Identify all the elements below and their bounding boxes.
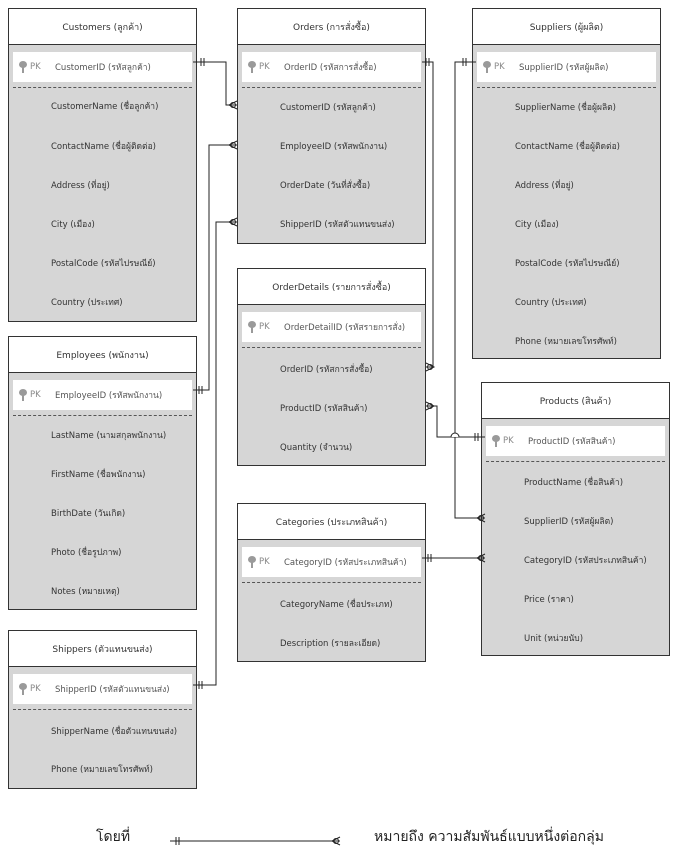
relationship-employees-orders bbox=[193, 144, 237, 391]
field: City (เมือง) bbox=[515, 220, 559, 230]
primary-key-row: PK CustomerID (รหัสลูกค้า) bbox=[13, 52, 192, 82]
field: PostalCode (รหัสไปรษณีย์) bbox=[51, 259, 156, 269]
pk-field: SupplierID (รหัสผู้ผลิต) bbox=[519, 63, 609, 73]
entity-title: Customers (ลูกค้า) bbox=[9, 9, 196, 45]
key-icon bbox=[483, 61, 492, 73]
entity-title: Orders (การสั่งซื้อ) bbox=[238, 9, 425, 45]
field: LastName (นามสกุลพนักงาน) bbox=[51, 431, 167, 441]
divider bbox=[242, 87, 421, 88]
pk-label: PK bbox=[30, 62, 41, 72]
entity-suppliers: Suppliers (ผู้ผลิต) PK SupplierID (รหัสผ… bbox=[472, 8, 661, 359]
field: ProductName (ชื่อสินค้า) bbox=[524, 478, 624, 488]
field: SupplierName (ชื่อผู้ผลิต) bbox=[515, 103, 616, 113]
primary-key-row: PK ShipperID (รหัสตัวแทนขนส่ง) bbox=[13, 674, 192, 704]
pk-field: CategoryID (รหัสประเภทสินค้า) bbox=[284, 558, 407, 568]
field: PostalCode (รหัสไปรษณีย์) bbox=[515, 259, 620, 269]
legend-meaning: หมายถึง ความสัมพันธ์แบบหนึ่งต่อกลุ่ม bbox=[374, 829, 604, 845]
entity-products: Products (สินค้า) PK ProductID (รหัสสินค… bbox=[481, 382, 670, 656]
primary-key-row: PK OrderID (รหัสการสั่งซื้อ) bbox=[242, 52, 421, 82]
field: Country (ประเทศ) bbox=[51, 298, 123, 308]
legend-prefix: โดยที่ bbox=[96, 829, 131, 845]
key-icon bbox=[19, 389, 28, 401]
entity-orders: Orders (การสั่งซื้อ) PK OrderID (รหัสการ… bbox=[237, 8, 426, 244]
divider bbox=[13, 87, 192, 88]
pk-field: ProductID (รหัสสินค้า) bbox=[528, 437, 616, 447]
entity-customers: Customers (ลูกค้า) PK CustomerID (รหัสลู… bbox=[8, 8, 197, 322]
relationship-orders-orderdetails bbox=[422, 61, 434, 368]
field: Phone (หมายเลขโทรศัพท์) bbox=[51, 765, 153, 775]
field: FirstName (ชื่อพนักงาน) bbox=[51, 470, 146, 480]
key-icon bbox=[248, 321, 257, 333]
entity-shippers: Shippers (ตัวแทนขนส่ง) PK ShipperID (รหั… bbox=[8, 630, 197, 789]
pk-label: PK bbox=[30, 684, 41, 694]
entity-title: Employees (พนักงาน) bbox=[9, 337, 196, 373]
pk-label: PK bbox=[30, 390, 41, 400]
field: ShipperID (รหัสตัวแทนขนส่ง) bbox=[280, 220, 395, 230]
primary-key-row: PK SupplierID (รหัสผู้ผลิต) bbox=[477, 52, 656, 82]
field: Notes (หมายเหตุ) bbox=[51, 587, 120, 597]
divider bbox=[13, 709, 192, 710]
field: ContactName (ชื่อผู้ติดต่อ) bbox=[515, 142, 621, 152]
divider bbox=[486, 461, 665, 462]
pk-label: PK bbox=[259, 62, 270, 72]
primary-key-row: PK CategoryID (รหัสประเภทสินค้า) bbox=[242, 547, 421, 577]
field: Description (รายละเอียด) bbox=[280, 639, 381, 649]
divider bbox=[13, 415, 192, 416]
relationship-shippers-orders bbox=[193, 221, 237, 686]
field: Address (ที่อยู่) bbox=[515, 181, 574, 191]
field: CustomerName (ชื่อลูกค้า) bbox=[51, 102, 159, 112]
divider bbox=[242, 347, 421, 348]
entity-title: Shippers (ตัวแทนขนส่ง) bbox=[9, 631, 196, 667]
entity-title: OrderDetails (รายการสั่งซื้อ) bbox=[238, 269, 425, 305]
entity-title: Products (สินค้า) bbox=[482, 383, 669, 419]
pk-field: OrderDetailID (รหัสรายการสั่ง) bbox=[284, 323, 406, 333]
entity-employees: Employees (พนักงาน) PK EmployeeID (รหัสพ… bbox=[8, 336, 197, 610]
field: EmployeeID (รหัสพนักงาน) bbox=[280, 142, 388, 152]
field: ProductID (รหัสสินค้า) bbox=[280, 404, 368, 414]
field: City (เมือง) bbox=[51, 220, 95, 230]
field: Price (ราคา) bbox=[524, 595, 574, 605]
key-icon bbox=[248, 556, 257, 568]
field: ShipperName (ชื่อตัวแทนขนส่ง) bbox=[51, 727, 178, 737]
field: CategoryID (รหัสประเภทสินค้า) bbox=[524, 556, 647, 566]
entity-categories: Categories (ประเภทสินค้า) PK CategoryID … bbox=[237, 503, 426, 662]
field: Address (ที่อยู่) bbox=[51, 181, 110, 191]
divider bbox=[477, 87, 656, 88]
field: OrderID (รหัสการสั่งซื้อ) bbox=[280, 365, 373, 375]
key-icon bbox=[19, 61, 28, 73]
pk-label: PK bbox=[259, 322, 270, 332]
primary-key-row: PK OrderDetailID (รหัสรายการสั่ง) bbox=[242, 312, 421, 342]
field: Country (ประเทศ) bbox=[515, 298, 587, 308]
pk-label: PK bbox=[259, 557, 270, 567]
primary-key-row: PK ProductID (รหัสสินค้า) bbox=[486, 426, 665, 456]
relationship-customers-orders bbox=[193, 61, 237, 106]
pk-field: OrderID (รหัสการสั่งซื้อ) bbox=[284, 63, 377, 73]
field: BirthDate (วันเกิด) bbox=[51, 509, 126, 519]
field: Phone (หมายเลขโทรศัพท์) bbox=[515, 337, 617, 347]
pk-field: EmployeeID (รหัสพนักงาน) bbox=[55, 391, 163, 401]
entity-title: Categories (ประเภทสินค้า) bbox=[238, 504, 425, 540]
pk-field: CustomerID (รหัสลูกค้า) bbox=[55, 63, 151, 73]
pk-label: PK bbox=[494, 62, 505, 72]
pk-label: PK bbox=[503, 436, 514, 446]
field: Unit (หน่วยนับ) bbox=[524, 634, 584, 644]
field: ContactName (ชื่อผู้ติดต่อ) bbox=[51, 142, 157, 152]
field: CustomerID (รหัสลูกค้า) bbox=[280, 103, 376, 113]
primary-key-row: PK EmployeeID (รหัสพนักงาน) bbox=[13, 380, 192, 410]
field: CategoryName (ชื่อประเภท) bbox=[280, 600, 393, 610]
key-icon bbox=[248, 61, 257, 73]
field: SupplierID (รหัสผู้ผลิต) bbox=[524, 517, 614, 527]
entity-orderdetails: OrderDetails (รายการสั่งซื้อ) PK OrderDe… bbox=[237, 268, 426, 466]
divider bbox=[242, 582, 421, 583]
field: Quantity (จำนวน) bbox=[280, 443, 353, 453]
relationship-products-orderdetails bbox=[426, 405, 485, 438]
pk-field: ShipperID (รหัสตัวแทนขนส่ง) bbox=[55, 685, 170, 695]
key-icon bbox=[492, 435, 501, 447]
relationship-suppliers-products bbox=[454, 61, 485, 519]
field: Photo (ชื่อรูปภาพ) bbox=[51, 548, 122, 558]
field: OrderDate (วันที่สั่งซื้อ) bbox=[280, 181, 371, 191]
key-icon bbox=[19, 683, 28, 695]
entity-title: Suppliers (ผู้ผลิต) bbox=[473, 9, 660, 45]
